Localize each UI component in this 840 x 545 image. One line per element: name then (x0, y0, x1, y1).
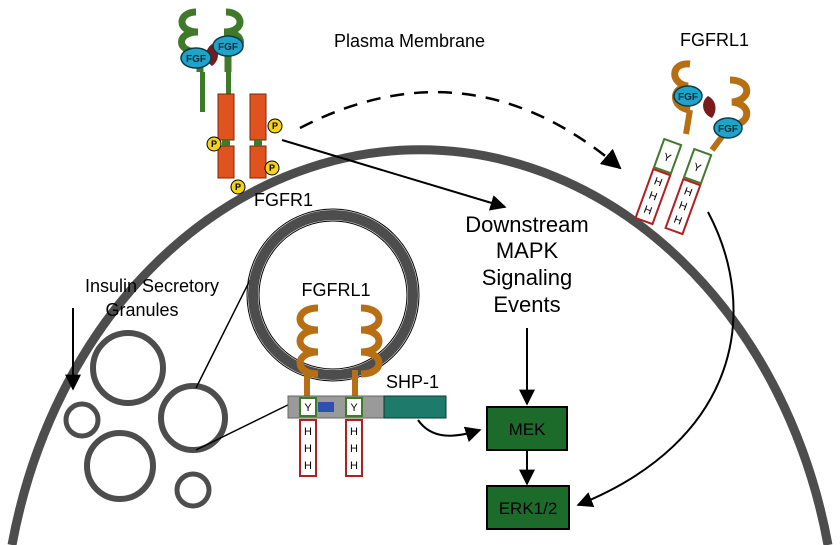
svg-text:H: H (647, 190, 659, 204)
arrow-fgfr1-to-downstream (281, 139, 507, 211)
zoom-line (195, 397, 303, 451)
svg-text:H: H (350, 443, 358, 455)
svg-text:Y: Y (691, 161, 703, 175)
svg-text:P: P (235, 182, 241, 192)
fgfr1-receptor: FGF FGF P P P P (178, 8, 283, 195)
svg-text:H: H (350, 460, 358, 472)
histidine-box: H H H (345, 419, 363, 477)
svg-text:H: H (642, 204, 654, 218)
svg-text:H: H (672, 214, 684, 228)
tyrosine-box: Y (345, 397, 363, 417)
svg-text:Y: Y (304, 402, 312, 414)
arrow-shp1-to-mek (417, 419, 482, 443)
histidine-box: H H H (299, 419, 317, 477)
fgf-label: FGF (218, 42, 238, 53)
svg-text:P: P (269, 163, 275, 173)
svg-text:H: H (304, 443, 312, 455)
fgfrl1-membrane-receptor: FGF FGF Y H H H Y H H H (634, 60, 751, 236)
dashed-arrow (299, 90, 622, 170)
fgf-label: FGF (186, 54, 206, 65)
granule (158, 383, 228, 453)
svg-text:H: H (304, 426, 312, 438)
insulin-label-line-2: Granules (105, 300, 178, 320)
svg-text:H: H (304, 460, 312, 472)
downstream-line-3: Signaling (482, 265, 573, 290)
erk-label: ERK1/2 (499, 499, 558, 518)
fgfrl1-top-label: FGFRL1 (680, 30, 749, 50)
fgf-ligand-icon (713, 117, 743, 139)
tyrosine-box: Y (299, 397, 317, 417)
granule (84, 430, 156, 502)
svg-text:Y: Y (661, 151, 673, 165)
plasma-membrane (7, 145, 833, 545)
downstream-line-1: Downstream (465, 212, 588, 237)
phosphate-icon: P (206, 136, 222, 152)
granule (63, 401, 101, 439)
phosphate-icon: P (267, 118, 283, 134)
fgf-ligand-icon (212, 35, 244, 57)
fgfrl1-granule-label: FGFRL1 (301, 280, 370, 300)
heparin-icon (703, 96, 716, 118)
shp1-box (383, 395, 447, 419)
fgf-ligand-icon (180, 47, 212, 69)
svg-text:P: P (272, 121, 278, 131)
arrow-fgfrl1-to-erk (576, 211, 735, 508)
erk-box (486, 485, 570, 530)
svg-text:H: H (350, 426, 358, 438)
phosphate-icon: P (264, 160, 280, 176)
granule (90, 330, 166, 406)
granule (174, 471, 212, 509)
downstream-line-2: MAPK (496, 238, 559, 263)
fgf-label: FGF (678, 92, 698, 103)
svg-text:H: H (652, 175, 664, 189)
fgf-label: FGF (718, 124, 738, 135)
mek-label: MEK (509, 420, 547, 439)
svg-text:H: H (677, 200, 689, 214)
mek-box (486, 406, 568, 451)
fgf-ligand-icon (673, 85, 703, 107)
svg-text:H: H (682, 185, 694, 199)
shp1-label: SHP-1 (386, 372, 439, 392)
fgfrl1-granule-receptor (296, 304, 383, 396)
svg-text:Y: Y (350, 402, 358, 414)
downstream-line-4: Events (493, 292, 560, 317)
svg-text:P: P (211, 139, 217, 149)
fgfr1-label: FGFR1 (254, 190, 313, 210)
plasma-membrane-label: Plasma Membrane (334, 31, 485, 51)
insulin-label-line-1: Insulin Secretory (85, 276, 219, 296)
phosphate-icon: P (230, 179, 246, 195)
